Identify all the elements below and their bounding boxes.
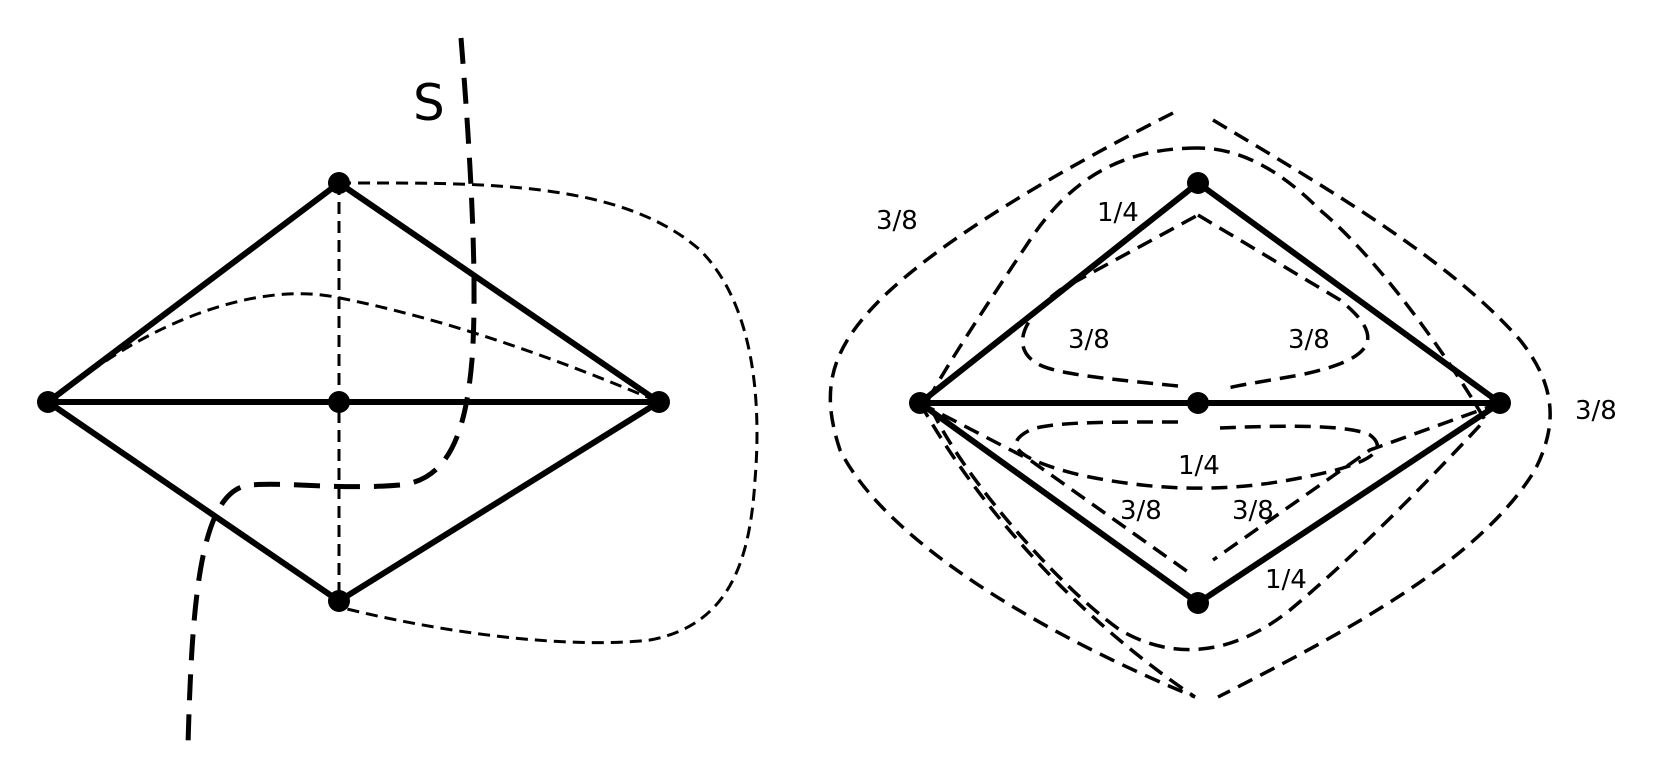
right-node-top — [1187, 172, 1209, 194]
weight-label-lower-inner-right: 3/8 — [1232, 496, 1274, 526]
weight-label-lower-loop: 1/4 — [1178, 451, 1220, 481]
right-graph — [828, 111, 1552, 699]
left-edge-left-bottom — [45, 399, 342, 604]
weight-label-lower-inner-left: 3/8 — [1120, 496, 1162, 526]
right-left-to-bottom-outer — [918, 402, 1196, 699]
left-dashed-arc-upper — [59, 292, 660, 404]
left-node-bottom — [328, 590, 350, 612]
weight-label-upper-inner-right: 3/8 — [1288, 325, 1330, 355]
right-lower-inner-loop — [1014, 420, 1380, 490]
weight-label-outer-left: 3/8 — [876, 206, 918, 236]
weight-label-bottom-right-edge: 1/4 — [1265, 565, 1307, 595]
left-node-left — [37, 391, 59, 413]
right-lower-left-fan — [919, 401, 1190, 574]
right-outer-top-right — [1212, 118, 1552, 699]
right-node-right — [1489, 392, 1511, 414]
left-graph — [37, 37, 759, 746]
right-middle-loop — [926, 146, 1488, 652]
right-lower-right-fan — [1211, 401, 1501, 562]
left-node-center — [328, 391, 350, 413]
left-edge-left-top — [45, 180, 342, 405]
right-edge-top-right — [1195, 180, 1503, 406]
left-edge-bottom-right — [336, 399, 662, 604]
weight-label-upper-inner-left: 3/8 — [1068, 325, 1110, 355]
cut-label-s: S — [413, 74, 445, 132]
right-node-center — [1187, 392, 1209, 414]
right-edge-left-bottom — [917, 400, 1201, 606]
left-node-top — [328, 172, 350, 194]
right-node-left — [909, 392, 931, 414]
weight-label-outer-right: 3/8 — [1575, 396, 1617, 426]
right-edge-bottom-right — [1195, 400, 1503, 606]
right-outer-top-left — [828, 111, 1196, 699]
right-node-bottom — [1187, 592, 1209, 614]
right-upper-inner-loop — [1020, 213, 1370, 390]
weight-label-top-left-edge: 1/4 — [1097, 198, 1139, 228]
left-node-right — [648, 391, 670, 413]
left-dashed-outer-loop — [338, 181, 759, 645]
left-edge-top-right — [336, 180, 662, 405]
cut-curve-s — [185, 37, 477, 746]
right-edge-left-top — [917, 180, 1201, 406]
